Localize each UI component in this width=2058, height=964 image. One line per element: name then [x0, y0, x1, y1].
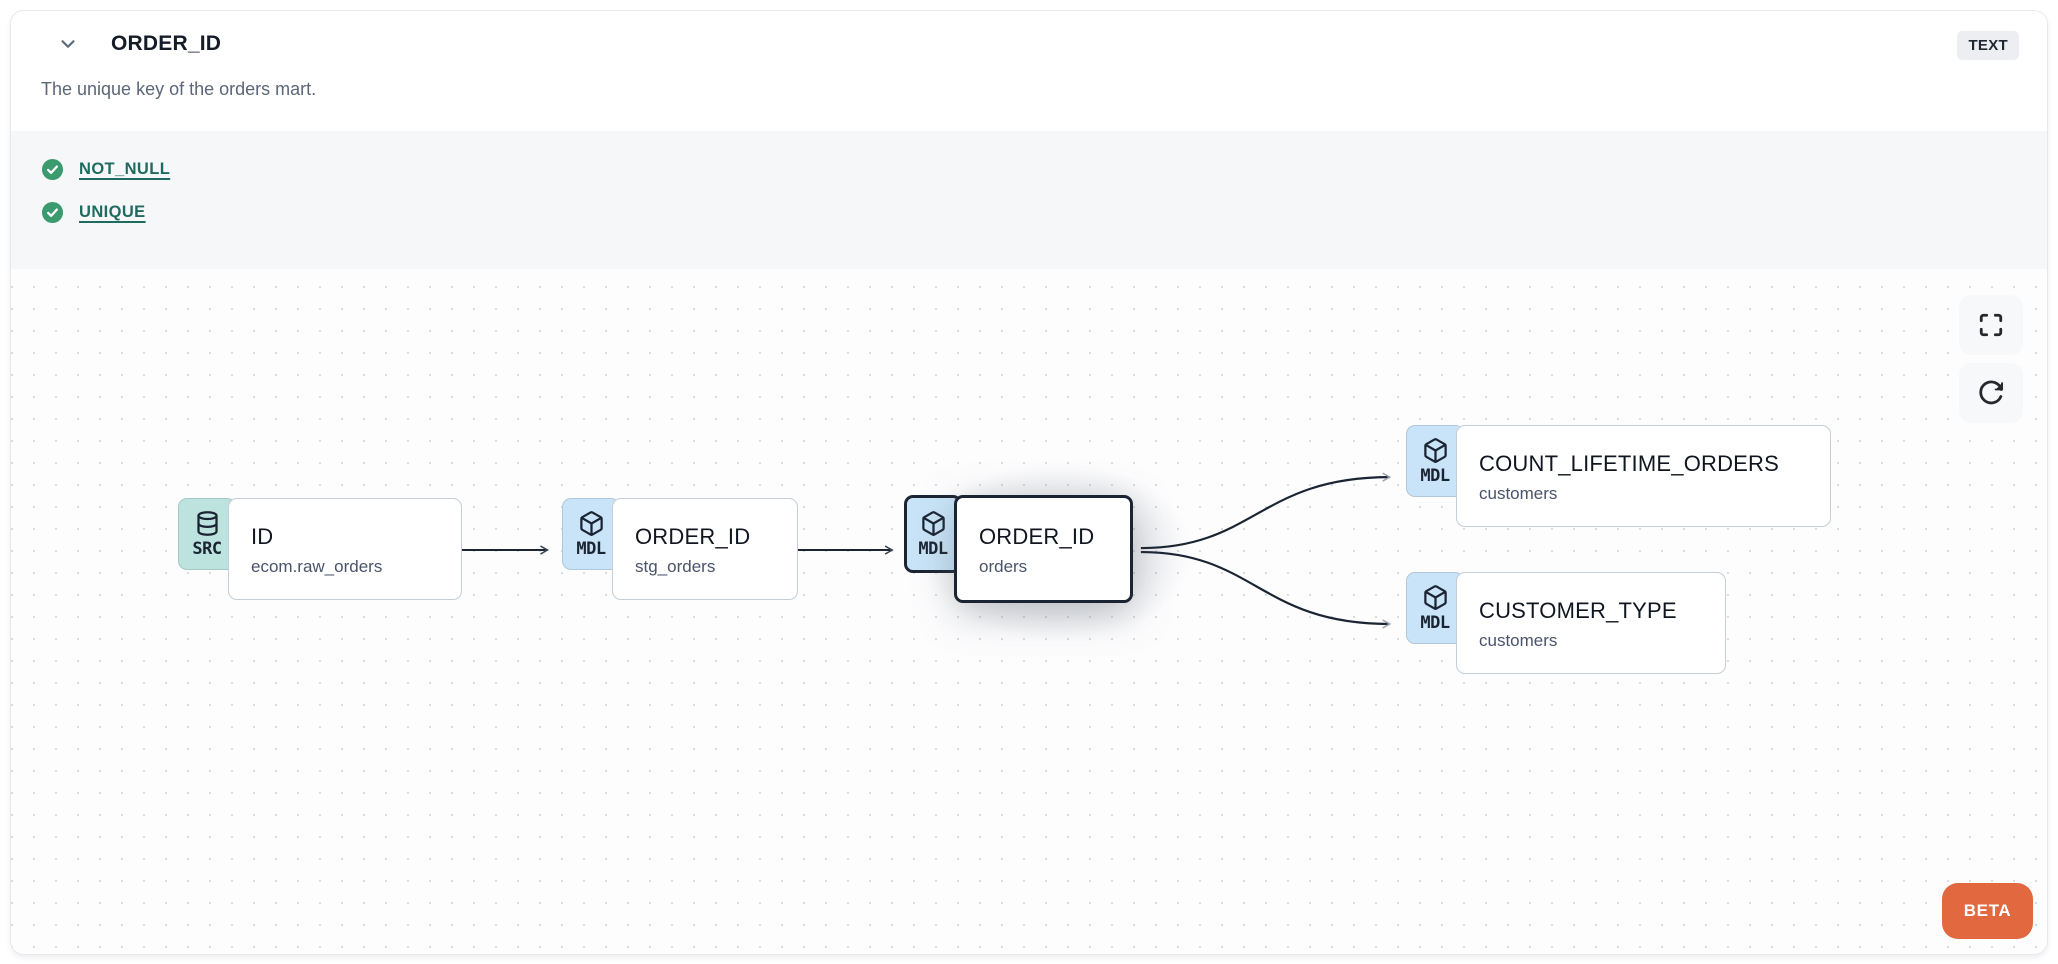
edge-orders-to-type [1140, 550, 1392, 629]
fullscreen-button[interactable] [1959, 295, 2023, 355]
test-row: NOT_NULL [41, 157, 2017, 181]
src-badge: SRC [178, 498, 236, 570]
lineage-node-orderid-orders-selected[interactable]: MDL ORDER_ID orders [904, 495, 1133, 603]
test-link-not-null[interactable]: NOT_NULL [79, 159, 171, 178]
node-card: CUSTOMER_TYPE customers [1456, 572, 1726, 674]
lineage-canvas[interactable]: SRC ID ecom.raw_orders MDL ORDER_ID stg_… [11, 269, 2047, 954]
edge-orders-to-count [1140, 472, 1392, 550]
node-card: ORDER_ID orders [954, 495, 1133, 603]
tests-section: NOT_NULL UNIQUE [11, 131, 2047, 269]
mdl-badge: MDL [904, 495, 962, 573]
node-title: ORDER_ID [635, 523, 751, 549]
node-card: ORDER_ID stg_orders [612, 498, 798, 600]
node-title: ORDER_ID [979, 523, 1095, 549]
check-circle-icon [41, 201, 64, 224]
node-card: COUNT_LIFETIME_ORDERS customers [1456, 425, 1831, 527]
node-card: ID ecom.raw_orders [228, 498, 462, 600]
node-subtitle: stg_orders [635, 556, 716, 576]
node-title: ID [251, 523, 274, 549]
node-subtitle: ecom.raw_orders [251, 556, 383, 576]
node-subtitle: customers [1479, 483, 1558, 503]
test-link-unique[interactable]: UNIQUE [79, 202, 146, 221]
refresh-button[interactable] [1959, 363, 2023, 423]
node-title: CUSTOMER_TYPE [1479, 597, 1677, 623]
header: ORDER_ID TEXT The unique key of the orde… [11, 11, 2047, 131]
lineage-node-count-lifetime-orders[interactable]: MDL COUNT_LIFETIME_ORDERS customers [1406, 425, 1831, 527]
column-details-panel: ORDER_ID TEXT The unique key of the orde… [10, 10, 2048, 955]
type-badge: TEXT [1957, 31, 2019, 60]
lineage-node-customer-type[interactable]: MDL CUSTOMER_TYPE customers [1406, 572, 1726, 674]
cube-icon [1423, 584, 1447, 610]
mdl-badge: MDL [562, 498, 620, 570]
node-subtitle: orders [979, 556, 1028, 576]
cube-icon [1423, 437, 1447, 463]
test-row: UNIQUE [41, 200, 2017, 224]
column-description: The unique key of the orders mart. [41, 79, 317, 99]
refresh-icon [1979, 380, 2004, 405]
beta-badge: BETA [1942, 883, 2033, 939]
node-subtitle: customers [1479, 630, 1558, 650]
lineage-node-id-raw-orders[interactable]: SRC ID ecom.raw_orders [178, 498, 462, 600]
node-title: COUNT_LIFETIME_ORDERS [1479, 450, 1780, 476]
cube-icon [579, 510, 603, 536]
check-circle-icon [41, 158, 64, 181]
database-icon [196, 510, 218, 536]
canvas-controls [1959, 295, 2023, 423]
lineage-edges [453, 472, 1392, 629]
collapse-chevron-icon[interactable] [55, 31, 81, 57]
page-title: ORDER_ID [111, 32, 222, 55]
lineage-node-orderid-stg-orders[interactable]: MDL ORDER_ID stg_orders [562, 498, 798, 600]
fullscreen-icon [1979, 313, 2003, 337]
cube-icon [921, 510, 945, 536]
mdl-badge: MDL [1406, 425, 1464, 497]
